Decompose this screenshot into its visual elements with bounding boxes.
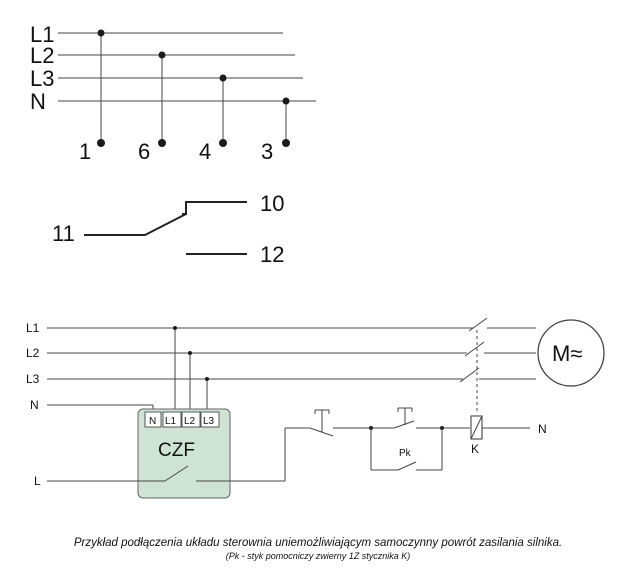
top-label-n: N bbox=[30, 89, 46, 114]
contact-label-11: 11 bbox=[52, 221, 75, 246]
czf-terminal-label-l1: L1 bbox=[165, 416, 177, 427]
neutral-out-label: N bbox=[538, 422, 547, 436]
tap-node-l2 bbox=[188, 351, 192, 355]
contact-no-line bbox=[182, 201, 247, 215]
top-terminal-6 bbox=[158, 139, 166, 147]
top-phase-diagram: L1 L2 L3 N 1 6 4 3 bbox=[30, 22, 316, 164]
contact-label-10: 10 bbox=[260, 191, 284, 216]
caption-main: Przykład podłączenia układu sterownia un… bbox=[73, 537, 563, 549]
control-circuit: L1 L2 L3 N L M≈ N bbox=[26, 317, 605, 499]
czf-terminal-label-n: N bbox=[149, 416, 156, 427]
start-button-contact bbox=[393, 420, 415, 429]
czf-terminal-label-l2: L2 bbox=[184, 416, 196, 427]
top-node-n bbox=[282, 97, 290, 105]
motor-symbol bbox=[537, 319, 605, 387]
top-terminal-label-3: 3 bbox=[261, 139, 273, 164]
tap-node-l1 bbox=[173, 326, 177, 330]
top-terminal-label-4: 4 bbox=[199, 139, 211, 164]
top-label-l1: L1 bbox=[30, 22, 54, 47]
aux-contact-label: Pk bbox=[399, 448, 412, 459]
circuit-label-l: L bbox=[34, 474, 41, 488]
czf-terminal-label-l3: L3 bbox=[203, 416, 215, 427]
top-label-l3: L3 bbox=[30, 66, 54, 91]
circuit-label-n: N bbox=[30, 398, 39, 412]
motor-label: M≈ bbox=[552, 341, 582, 366]
circuit-label-l3: L3 bbox=[26, 372, 40, 386]
czf-module bbox=[137, 408, 231, 499]
relay-contact-diagram: 11 10 12 bbox=[52, 191, 284, 267]
top-terminal-1 bbox=[97, 139, 105, 147]
circuit-label-l1: L1 bbox=[26, 321, 40, 335]
czf-title: CZF bbox=[158, 440, 195, 461]
czf-terminal-l2 bbox=[181, 411, 201, 428]
contactor-pole-l2 bbox=[464, 341, 485, 357]
circuit-label-l2: L2 bbox=[26, 346, 40, 360]
top-node-l2 bbox=[158, 51, 166, 59]
contact-common-lever bbox=[84, 213, 187, 236]
top-node-l1 bbox=[97, 29, 105, 37]
contactor-coil-label: K bbox=[471, 442, 479, 456]
czf-terminal-l1 bbox=[162, 411, 182, 428]
contactor-coil-slash bbox=[470, 415, 483, 440]
top-terminal-label-1: 1 bbox=[79, 139, 91, 164]
top-terminal-label-6: 6 bbox=[138, 139, 150, 164]
contact-label-12: 12 bbox=[260, 242, 284, 267]
czf-terminal-n bbox=[144, 411, 162, 428]
aux-contact bbox=[397, 461, 417, 471]
contactor-pole-l3 bbox=[459, 367, 480, 383]
top-label-l2: L2 bbox=[30, 43, 54, 68]
contactor-pole-l1 bbox=[468, 317, 488, 332]
caption-sub: (Pk - styk pomocniczy zwierny 1Z styczni… bbox=[225, 551, 411, 561]
top-node-l3 bbox=[219, 74, 227, 82]
czf-internal-contact bbox=[164, 465, 189, 482]
czf-terminal-l3 bbox=[200, 411, 220, 428]
tap-node-l3 bbox=[205, 377, 209, 381]
top-terminal-3 bbox=[282, 139, 290, 147]
top-terminal-4 bbox=[219, 139, 227, 147]
